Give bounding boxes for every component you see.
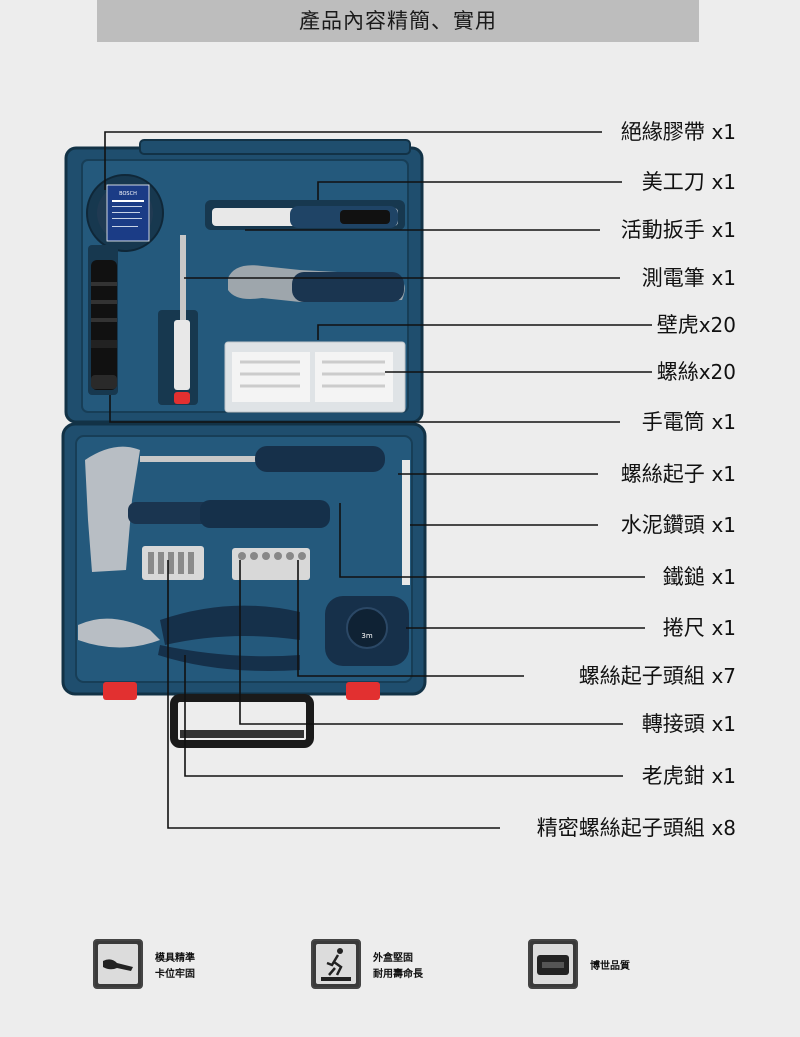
label-bit-set: 螺絲起子頭組 x7 [574, 661, 736, 691]
voltage-tester [158, 235, 198, 405]
tape-brand-text: BOSCH [119, 191, 137, 197]
label-tape-measure: 捲尺 x1 [658, 613, 736, 643]
feature-strip: 模具精準卡位牢固 外盒堅固耐用壽命長 博世品質 [0, 935, 800, 1005]
label-screws: 螺絲x20 [652, 357, 736, 387]
case-lid: BOSCH [64, 139, 424, 424]
bit-holder-right [232, 548, 310, 580]
label-flashlight: 手電筒 x1 [637, 407, 736, 437]
label-wall-anchors: 壁虎x20 [652, 310, 736, 340]
masonry-drill-bit [402, 460, 410, 585]
pliers-icon [93, 939, 143, 989]
feature-2-line2: 耐用壽命長 [373, 969, 423, 980]
label-voltage-tester: 測電筆 x1 [637, 263, 736, 293]
case-base: 3m [61, 422, 427, 696]
feature-3-line1: 博世品質 [590, 961, 630, 972]
callout-lines [104, 131, 652, 829]
bosch-case-icon [528, 939, 578, 989]
adjustable-wrench [228, 265, 405, 302]
utility-knife [205, 200, 405, 230]
label-masonry-drill-bit: 水泥鑽頭 x1 [616, 510, 736, 540]
latch-right [346, 682, 380, 700]
label-adjustable-wrench: 活動扳手 x1 [616, 215, 736, 245]
combination-pliers [78, 605, 300, 671]
label-precision-bit-set: 精密螺絲起子頭組 x8 [532, 813, 736, 843]
label-screwdriver: 螺絲起子 x1 [616, 459, 736, 489]
anchor-screw-box [224, 341, 406, 413]
tape-measure: 3m [325, 596, 409, 666]
label-insulation-tape: 絕緣膠帶 x1 [616, 117, 736, 147]
bit-holder-left [142, 546, 204, 580]
insulation-tape: BOSCH [86, 174, 164, 252]
tape-measure-size-text: 3m [361, 632, 372, 640]
label-pliers: 老虎鉗 x1 [637, 761, 736, 791]
runner-icon [311, 939, 361, 989]
latch-left [103, 682, 137, 700]
screwdriver [140, 446, 385, 472]
flashlight [88, 245, 118, 395]
label-adapter: 轉接頭 x1 [637, 709, 736, 739]
case-handle [170, 694, 314, 748]
feature-1-line1: 模具精準 [155, 953, 195, 964]
claw-hammer [85, 446, 330, 572]
label-utility-knife: 美工刀 x1 [637, 167, 736, 197]
page-title: 產品內容精簡、實用 [97, 0, 699, 42]
feature-1-line2: 卡位牢固 [155, 969, 195, 980]
feature-2-line1: 外盒堅固 [373, 953, 413, 964]
label-hammer: 鐵鎚 x1 [658, 562, 736, 592]
